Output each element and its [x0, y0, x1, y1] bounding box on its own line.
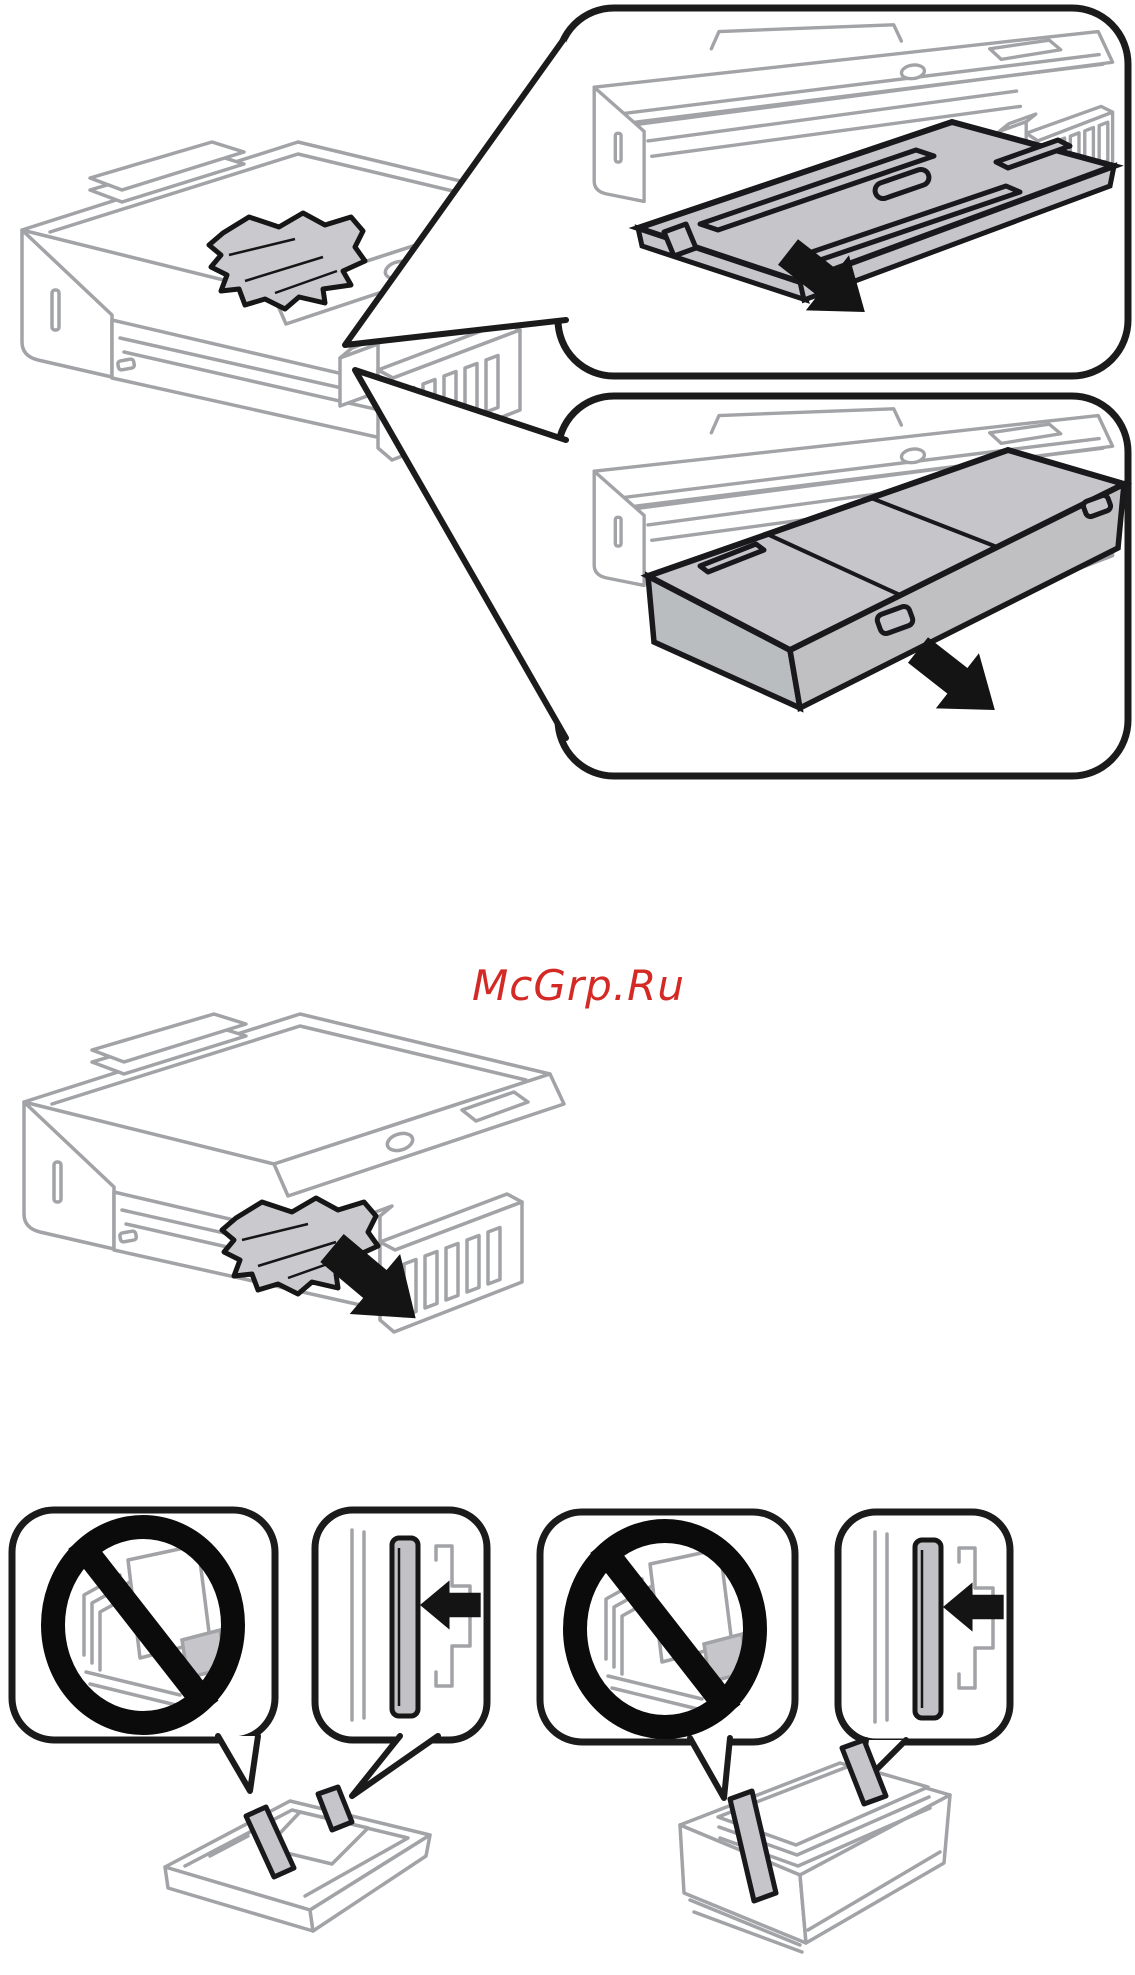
figure-align-paper: [8, 1506, 1014, 1954]
callout-pointer-1: [342, 33, 569, 348]
callout-pointer-c: [687, 1735, 733, 1801]
cassette-2-with-paper-icon: [678, 1737, 952, 1954]
printer-illustration-middle: [22, 1012, 566, 1334]
callout-pointer-a: [215, 1733, 261, 1794]
callout-pointer-b: [349, 1733, 441, 1799]
callout-2-content: [592, 407, 1133, 738]
figure-remove-jammed-paper: [22, 1012, 566, 1349]
cassette-2-tray-icon: [640, 446, 1133, 713]
callout-1-content: [592, 23, 1124, 340]
watermark-text: McGrp.Ru: [472, 961, 685, 1010]
callout-pointer-2: [352, 367, 569, 741]
cassette-1-tray-icon: [628, 118, 1124, 304]
figure-remove-cassettes: [20, 4, 1133, 780]
cassette-1-with-paper-icon: [163, 1784, 432, 1933]
